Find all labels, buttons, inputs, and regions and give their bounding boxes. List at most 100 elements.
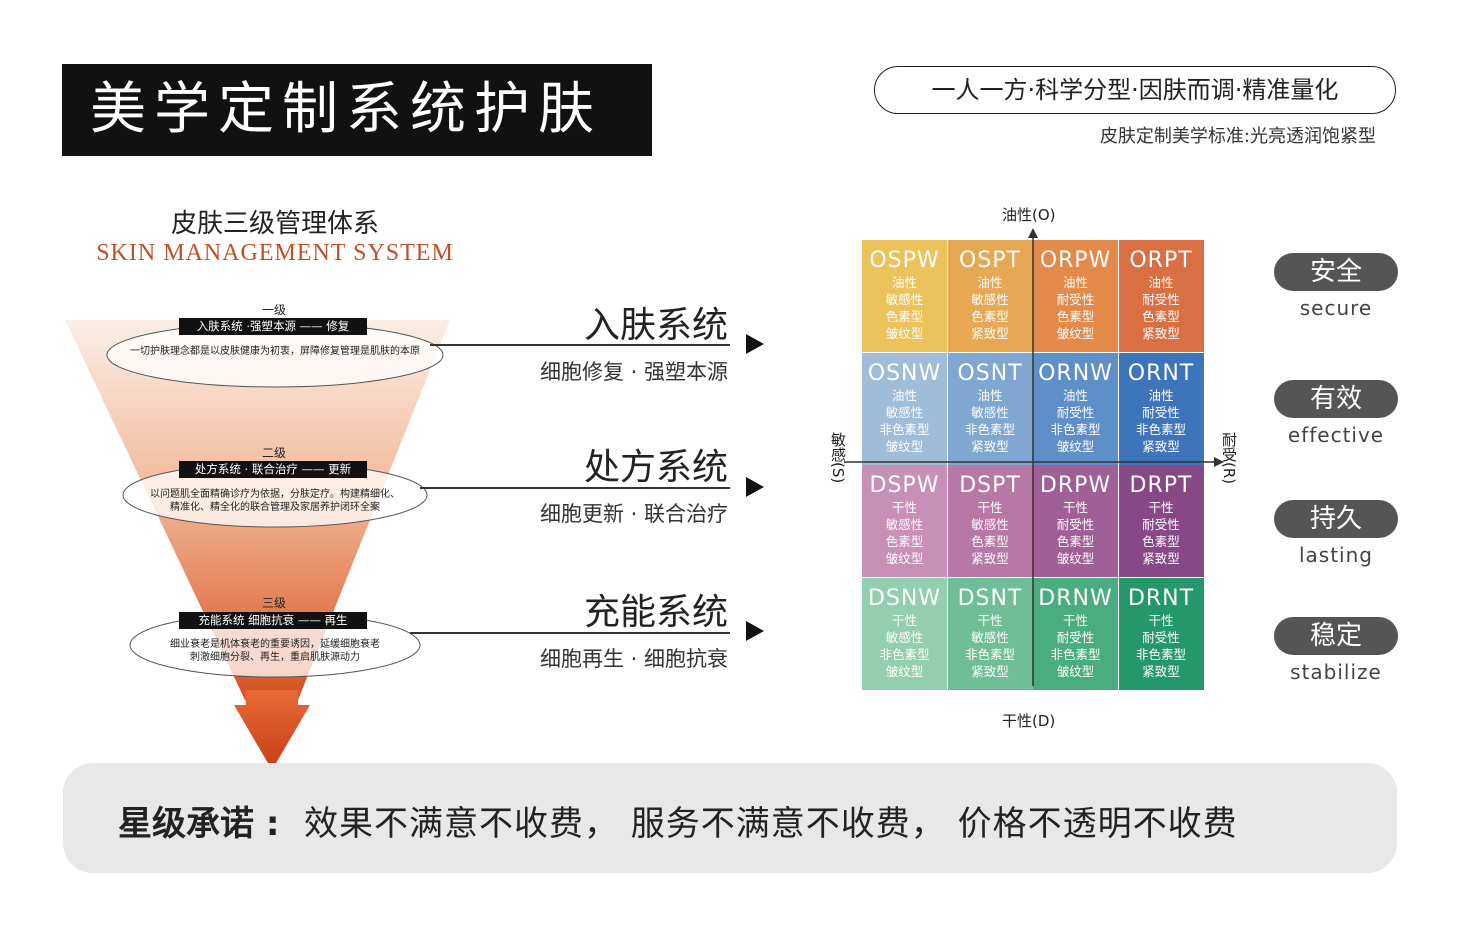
feature-en-lasting: lasting — [1298, 543, 1373, 567]
matrix-cell-code: OSPT — [959, 248, 1021, 273]
page-title: 美学定制系统护肤 — [90, 77, 602, 142]
system-2-line — [420, 487, 730, 489]
matrix-cell-attribute: 色素型 — [1056, 309, 1095, 324]
feature-en-secure: secure — [1299, 296, 1373, 320]
funnel-arrow — [234, 690, 310, 770]
matrix-cell-attribute: 紧致型 — [971, 326, 1009, 341]
level-2-desc-line1: 以问题肌全面精确诊疗为依据，分肤定疗。构建精细化、 — [150, 489, 400, 500]
level-1-tag: 入肤系统 ·强塑本源 —— 修复 — [179, 318, 367, 335]
matrix-cell-attribute: 耐受性 — [1142, 629, 1180, 645]
feature-pill-lasting: 持久 — [1274, 500, 1398, 538]
matrix-cell-attribute: 紧致型 — [1142, 663, 1180, 679]
funnel-subtitle: SKIN MANAGEMENT SYSTEM — [96, 240, 454, 266]
level-3-tag: 充能系统 细胞抗衰 —— 再生 — [179, 612, 367, 629]
feature-pill-secure: 安全 — [1274, 253, 1398, 291]
matrix-cell-attribute: 敏感性 — [971, 292, 1009, 307]
system-1-name: 入肤系统 — [583, 305, 728, 346]
level-1-desc: 一切护肤理念都是以皮肤健康为初衷，屏障修复管理是肌肤的本原 — [130, 346, 420, 357]
matrix-cell-attribute: 耐受性 — [1142, 404, 1180, 420]
axis-top-arrow — [1028, 228, 1038, 238]
system-3-sub: 细胞再生 · 细胞抗衰 — [539, 647, 728, 671]
feature-en-stabilize: stabilize — [1290, 660, 1382, 684]
matrix-cell-attribute: 敏感性 — [885, 404, 924, 420]
matrix-cell-attribute: 敏感性 — [971, 404, 1009, 420]
matrix-cell-code: ORNW — [1038, 360, 1113, 386]
slogan-text: 一人一方·科学分型·因肤而调·精准量化 — [931, 76, 1339, 104]
matrix-cell-attribute: 皱纹型 — [1056, 663, 1095, 679]
title-banner — [62, 64, 652, 156]
system-3-line — [410, 632, 730, 634]
level-3-label: 三级 — [261, 596, 286, 610]
matrix-cell-attribute: 皱纹型 — [1056, 438, 1095, 454]
matrix-cell-attribute: 非色素型 — [964, 646, 1015, 662]
matrix-cell-attribute: 皱纹型 — [885, 438, 924, 454]
promise-label: 星级承诺 : — [118, 804, 280, 844]
matrix-cell-attribute: 干性 — [1148, 612, 1174, 628]
matrix-cell-attribute: 非色素型 — [1135, 646, 1186, 662]
matrix-cell-attribute: 色素型 — [1142, 309, 1180, 324]
matrix-cell-attribute: 非色素型 — [879, 421, 930, 437]
matrix-cell-attribute: 皱纹型 — [885, 326, 924, 341]
matrix-cell-attribute: 皱纹型 — [1056, 551, 1095, 566]
matrix-cell-attribute: 油性 — [1148, 387, 1174, 403]
matrix-cell-attribute: 非色素型 — [1135, 421, 1186, 437]
matrix-cell-attribute: 敏感性 — [971, 517, 1009, 532]
feature-pill-stabilize: 稳定 — [1274, 617, 1398, 655]
matrix-cell-code: DRNT — [1127, 585, 1195, 611]
matrix-cell-attribute: 色素型 — [885, 309, 924, 324]
matrix-cell-attribute: 干性 — [1062, 612, 1088, 628]
matrix-cell-attribute: 紧致型 — [971, 663, 1009, 679]
matrix-cell-attribute: 色素型 — [971, 309, 1009, 324]
matrix-axes — [844, 228, 1224, 686]
system-3-name: 充能系统 — [583, 592, 728, 633]
matrix-cell-attribute: 耐受性 — [1056, 292, 1095, 307]
system-1-line — [430, 344, 730, 346]
matrix-cell-attribute: 耐受性 — [1056, 629, 1095, 645]
matrix-cell-attribute: 干性 — [977, 500, 1003, 515]
matrix-cell-attribute: 紧致型 — [1142, 551, 1180, 566]
matrix-cell-attribute: 油性 — [977, 387, 1003, 403]
feature-en-effective: effective — [1287, 423, 1385, 447]
system-2-arrow — [746, 477, 764, 497]
system-3-arrow — [746, 621, 764, 641]
matrix-cell-attribute: 皱纹型 — [885, 551, 924, 566]
matrix-cell-attribute: 皱纹型 — [885, 663, 924, 679]
slogan-pill — [874, 66, 1396, 114]
level-3-desc-line1: 细业衰老是机体衰老的重要诱因，延缓细胞衰老 — [170, 639, 380, 650]
matrix-cell-attribute: 敏感性 — [885, 629, 924, 645]
feature-pill-effective: 有效 — [1274, 380, 1398, 418]
matrix-cell-attribute: 油性 — [1062, 275, 1088, 290]
matrix-cell-drpw: DRPW 干性耐受性色素型皱纹型 — [1033, 465, 1118, 577]
system-1-arrow — [746, 334, 764, 354]
matrix-cell-code: OSPW — [869, 248, 940, 273]
axis-right-label: 耐受(R) — [1220, 432, 1238, 485]
matrix-cell-code: DRPT — [1129, 473, 1193, 498]
matrix-cell-attribute: 紧致型 — [1142, 438, 1180, 454]
matrix-cell-attribute: 油性 — [1148, 275, 1174, 290]
matrix-cell-attribute: 干性 — [1148, 500, 1174, 515]
promise-text: 效果不满意不收费， 服务不满意不收费， 价格不透明不收费 — [304, 804, 1238, 844]
axis-bottom-label: 干性(D) — [1002, 712, 1056, 730]
matrix-cell-code: ORPW — [1039, 248, 1112, 273]
matrix-cell-attribute: 敏感性 — [885, 292, 924, 307]
axis-top-label: 油性(O) — [1002, 206, 1056, 224]
matrix-cell-attribute: 耐受性 — [1056, 517, 1095, 532]
matrix-cell-attribute: 油性 — [891, 387, 917, 403]
system-2-sub: 细胞更新 · 联合治疗 — [539, 502, 728, 526]
matrix-cell-code: DRPW — [1039, 473, 1112, 498]
matrix-cell-code: DSPW — [869, 473, 940, 498]
matrix-cell-attribute: 色素型 — [885, 534, 924, 549]
matrix-cell-attribute: 敏感性 — [971, 629, 1009, 645]
matrix-cell-attribute: 干性 — [1062, 500, 1088, 515]
matrix-cell-attribute: 色素型 — [1142, 534, 1180, 549]
matrix-cell-code: DRNW — [1038, 585, 1113, 611]
matrix-cell-attribute: 非色素型 — [1050, 421, 1101, 437]
matrix-cell-attribute: 色素型 — [1056, 534, 1095, 549]
